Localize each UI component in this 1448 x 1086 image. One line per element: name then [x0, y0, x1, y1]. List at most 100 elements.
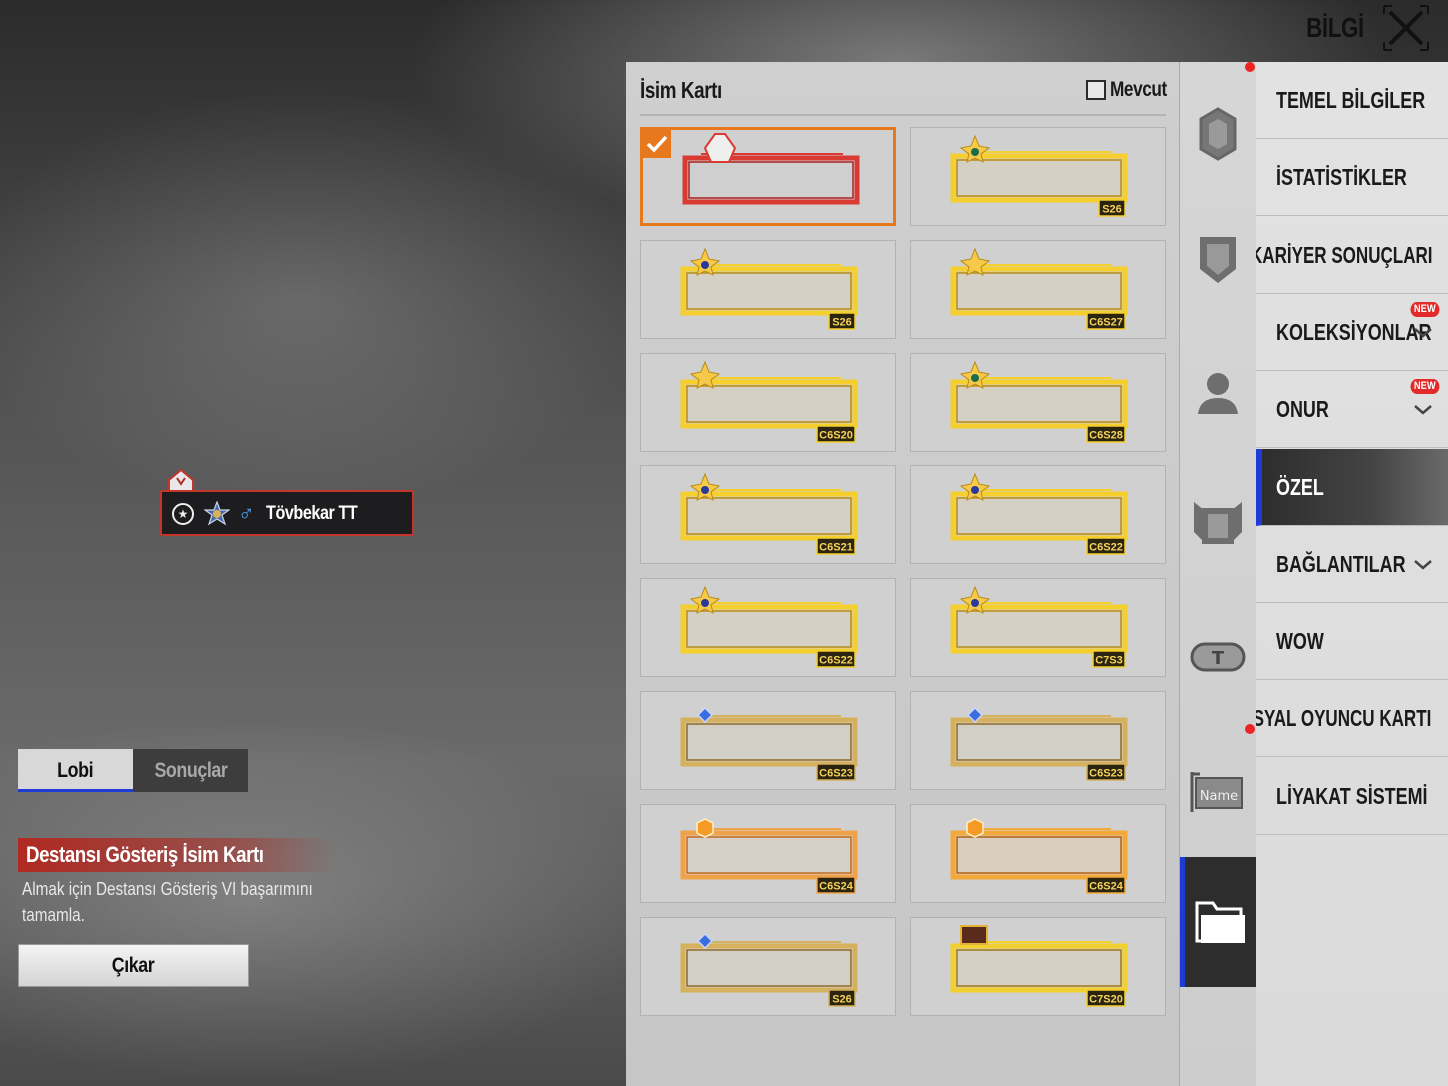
season-tag: C7S3 [1092, 650, 1126, 668]
name-card-item[interactable]: C6S22 [640, 578, 896, 678]
tab-lobi-label: Lobi [57, 759, 94, 782]
season-tag-label: C6S20 [819, 429, 853, 441]
card-gem-icon [701, 599, 709, 608]
card-gem-icon [971, 599, 979, 608]
season-tag-label: C6S28 [1089, 429, 1123, 441]
name-card-item[interactable]: C6S23 [640, 691, 896, 790]
profile-menu: TEMEL BİLGİLER İSTATİSTİKLER KARİYER SONUÇ… [1256, 62, 1448, 1086]
name-card-frame: S26 [680, 932, 858, 1007]
menu-item-label: İSTATİSTİKLER [1276, 164, 1407, 191]
season-tag-label: S26 [832, 993, 852, 1005]
name-card-item[interactable]: C6S28 [910, 352, 1166, 452]
available-filter-label: Mevcut [1110, 78, 1167, 101]
available-filter-checkbox[interactable]: Mevcut [1086, 78, 1179, 102]
name-card-item[interactable]: C6S21 [640, 465, 896, 565]
tab-titles[interactable]: T [1180, 598, 1257, 718]
selected-check-icon [643, 130, 671, 158]
season-tag: S26 [1098, 199, 1126, 217]
season-tag-label: C6S23 [819, 768, 853, 780]
menu-item-label: KARİYER SONUÇLARI [1256, 241, 1433, 268]
name-card-frame [682, 133, 860, 205]
star-circle-icon: ★ [172, 503, 194, 525]
name-card-item[interactable]: C6S23 [910, 691, 1166, 790]
name-card-frame: S26 [680, 247, 858, 330]
name-card-frame: C6S22 [950, 473, 1128, 556]
season-tag-label: C7S20 [1089, 993, 1123, 1005]
tab-winged-frames[interactable] [1180, 462, 1257, 582]
card-ornament-icon [689, 360, 721, 389]
menu-item[interactable]: İSTATİSTİKLER [1256, 139, 1448, 217]
player-name-card-preview: ★ ♂ Tövbekar TT [160, 490, 414, 536]
name-card-item[interactable]: C6S24 [910, 803, 1166, 903]
tab-avatar-frames[interactable] [1180, 69, 1257, 189]
tab-avatar[interactable] [1180, 332, 1257, 452]
menu-item[interactable]: WOW [1256, 603, 1448, 681]
tab-badges[interactable] [1180, 199, 1257, 319]
name-card-item[interactable]: S26 [640, 239, 896, 339]
panel-divider [640, 114, 1166, 116]
name-card-item[interactable]: C6S20 [640, 352, 896, 452]
selected-item-description-text: Almak için Destansı Gösteriş VI başarımı… [22, 879, 313, 925]
menu-item-label: KOLEKSİYONLAR [1276, 318, 1432, 345]
preview-tabs: Lobi Sonuçlar [18, 749, 248, 792]
card-ornament-icon [966, 706, 984, 724]
name-card-frame: C6S23 [950, 706, 1128, 781]
season-tag: C6S24 [816, 876, 856, 894]
menu-item-label: ÖZEL [1276, 473, 1324, 500]
season-tag: S26 [828, 988, 856, 1007]
name-card-item[interactable] [640, 127, 896, 226]
new-badge: NEW [1410, 379, 1440, 395]
card-ornament-icon [696, 706, 714, 724]
menu-item[interactable]: ÖZEL [1256, 448, 1448, 526]
tab-folder[interactable] [1180, 857, 1257, 987]
close-button[interactable] [1382, 4, 1430, 52]
name-card-item[interactable]: C6S22 [910, 465, 1166, 565]
tab-sonuclar-label: Sonuçlar [154, 759, 227, 782]
name-card-frame: C7S3 [950, 585, 1128, 668]
name-card-frame: C6S24 [680, 817, 858, 894]
card-ornament-icon [696, 932, 714, 949]
name-card-item[interactable]: S26 [910, 127, 1166, 226]
name-card-frame: C6S23 [680, 706, 858, 781]
menu-item[interactable]: KARİYER SONUÇLARI [1256, 217, 1448, 294]
menu-item[interactable]: ONUR NEW [1256, 371, 1448, 449]
season-tag: C6S24 [1086, 876, 1126, 894]
season-tag: C6S20 [816, 424, 856, 443]
menu-item-label: WOW [1276, 628, 1324, 655]
winged-frame-icon [1194, 502, 1242, 544]
name-card-item[interactable]: C6S24 [640, 803, 896, 903]
name-card-item[interactable]: C6S27 [910, 239, 1166, 339]
name-card-frame: C6S21 [680, 473, 858, 556]
menu-item[interactable]: SOSYAL OYUNCU KARTI [1256, 680, 1448, 758]
tab-sonuclar[interactable]: Sonuçlar [133, 749, 248, 792]
card-gem-icon [701, 486, 709, 495]
name-card-frame: C6S24 [950, 817, 1128, 894]
name-card-item[interactable]: C7S3 [910, 578, 1166, 678]
tab-lobi[interactable]: Lobi [18, 749, 133, 792]
card-gem-icon [971, 486, 979, 495]
person-icon [1198, 373, 1238, 414]
menu-item-label: BAĞLANTILAR [1276, 550, 1406, 577]
menu-item[interactable]: TEMEL BİLGİLER [1256, 62, 1448, 139]
name-card-item[interactable]: C7S20 [910, 916, 1166, 1016]
name-card-frame: S26 [950, 134, 1128, 217]
season-tag: S26 [828, 312, 856, 330]
menu-item[interactable]: LİYAKAT SİSTEMİ [1256, 758, 1448, 835]
chevron-down-icon [1414, 327, 1432, 338]
tab-name-cards[interactable]: Name [1180, 730, 1257, 850]
season-tag-label: C6S24 [819, 880, 854, 892]
menu-item-label: SOSYAL OYUNCU KARTI [1256, 705, 1432, 732]
folder-icon [1195, 901, 1245, 943]
season-tag: C6S27 [1086, 312, 1126, 330]
page-title: BİLGİ [1306, 12, 1364, 43]
remove-button[interactable]: Çıkar [18, 944, 249, 987]
menu-item[interactable]: BAĞLANTILAR [1256, 526, 1448, 603]
name-card-item[interactable]: S26 [640, 916, 896, 1016]
card-ornament-icon [966, 817, 984, 838]
menu-item-label: ONUR [1276, 396, 1329, 423]
selected-item-title: Destansı Gösteriş İsim Kartı [18, 838, 336, 872]
season-tag: C6S28 [1086, 424, 1126, 443]
name-card-frame: C6S22 [680, 585, 858, 668]
